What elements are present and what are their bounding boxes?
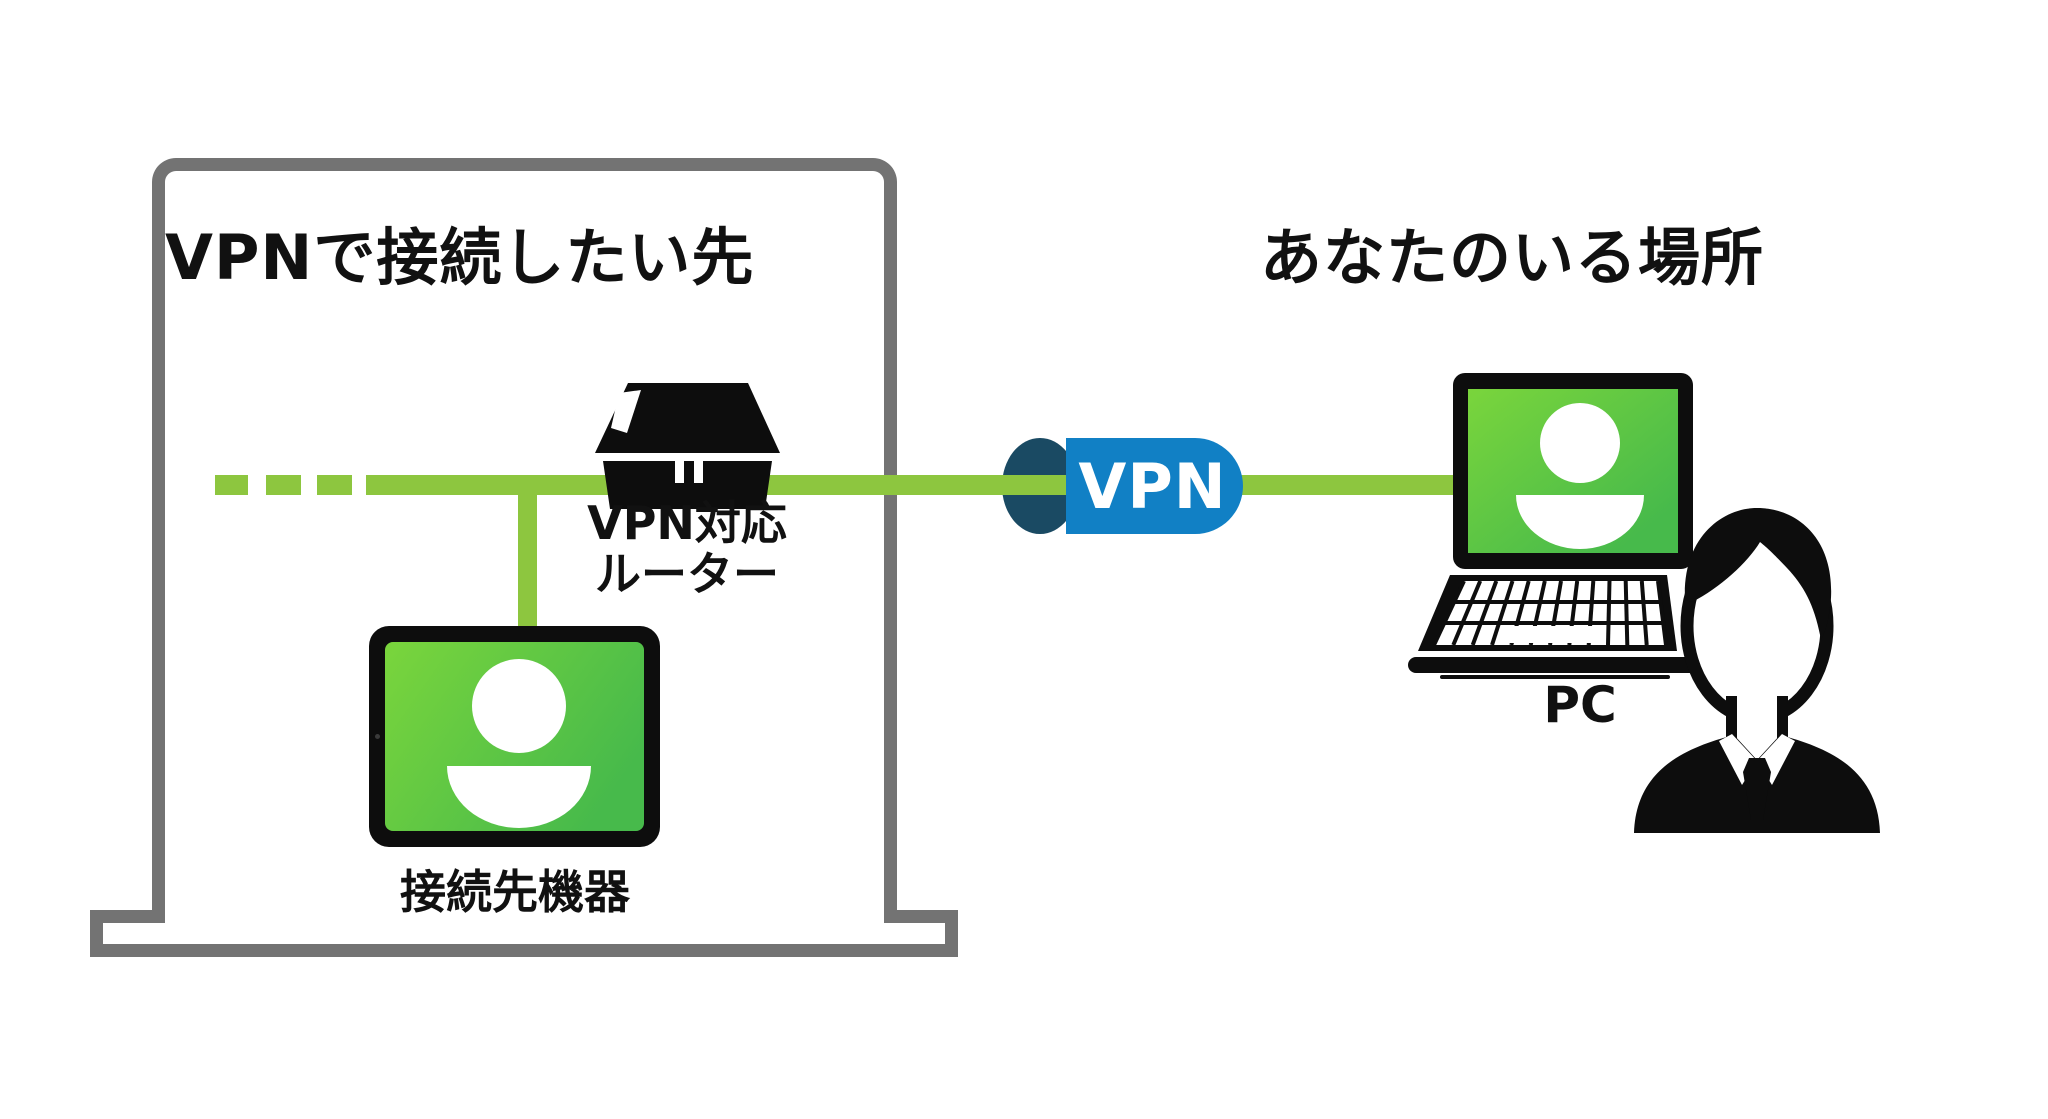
tablet-camera-icon [375,734,380,739]
router-label-line1: VPN対応 [587,496,787,550]
building-base [90,910,958,957]
user-icon [447,659,591,828]
router-label-line2: ルーター [595,547,779,601]
building-outline [152,158,897,923]
network-line-dash [317,475,352,495]
tablet-screen [385,642,644,831]
network-line-through-tunnel [1002,475,1066,495]
device-label: 接続先機器 [400,865,630,919]
laptop-icon [1408,373,1700,679]
building-base-step-left [90,910,165,923]
vpn-tunnel-body [1066,438,1243,534]
router-label: VPN対応 ルーター [537,498,837,600]
network-line-vertical [518,483,537,631]
keyboard [1432,580,1668,646]
network-line-dash [266,475,301,495]
network-line-dash [215,475,248,495]
building-base-step-right [884,910,958,923]
vpn-tunnel-label: VPN [1078,449,1227,523]
user-icon [1516,403,1644,549]
right-site-title: あなたのいる場所 [1260,221,1765,294]
tablet-device-icon [369,626,660,847]
router-icon [595,383,780,509]
left-site-title: VPNで接続したい先 [165,221,755,294]
businessman-icon [1634,508,1880,833]
pc-label: PC [1543,676,1617,734]
